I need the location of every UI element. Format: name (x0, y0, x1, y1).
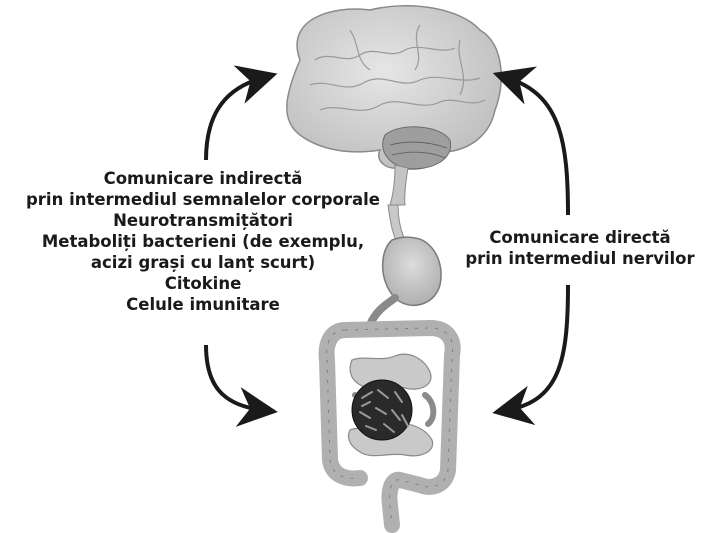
right-arrow-up (508, 78, 568, 215)
label-line: Comunicare indirectă (0, 168, 406, 189)
label-line: Celule imunitare (0, 294, 406, 315)
label-line: Comunicare directă (452, 227, 708, 248)
label-line: Metaboliți bacterieni (de exemplu, (0, 231, 406, 252)
direct-communication-label: Comunicare directă prin intermediul nerv… (452, 227, 708, 269)
label-line: Neurotransmițători (0, 210, 406, 231)
gut-bacteria-icon (352, 380, 412, 440)
left-arrow-up (206, 78, 262, 160)
label-line: acizi grași cu lanț scurt) (0, 252, 406, 273)
left-arrow-down (206, 345, 262, 410)
label-line: Citokine (0, 273, 406, 294)
indirect-communication-label: Comunicare indirectă prin intermediul se… (0, 168, 406, 315)
label-line: prin intermediul semnalelor corporale (0, 189, 406, 210)
label-line: prin intermediul nervilor (452, 248, 708, 269)
right-arrow-down (508, 285, 568, 410)
